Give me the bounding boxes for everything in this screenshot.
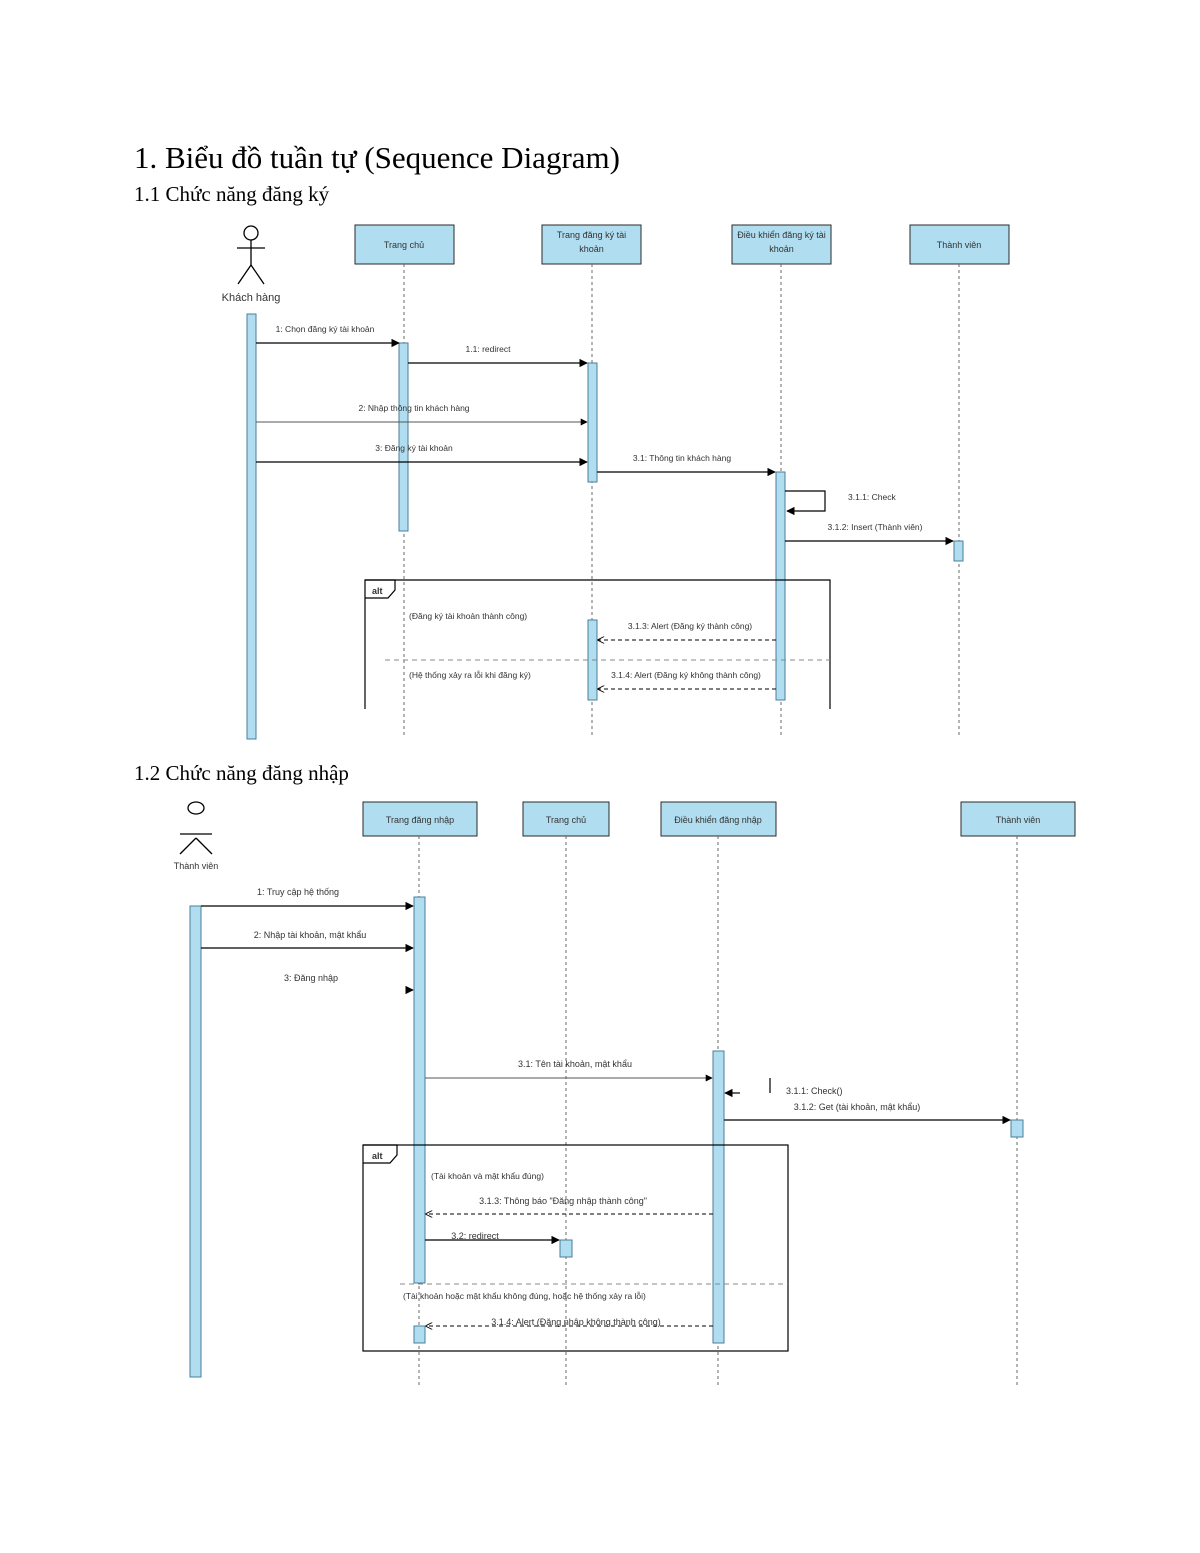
message-label: 1.1: redirect — [466, 344, 512, 354]
lifeline-label: Trang chủ — [384, 240, 424, 250]
alt-frame-register: alt (Đăng ký tài khoản thành công) (Hệ t… — [364, 579, 831, 709]
message-label: 1: Chọn đăng ký tài khoản — [276, 324, 375, 334]
message-label: 3.1.2: Insert (Thành viên) — [828, 522, 923, 532]
activation-login-page — [413, 896, 426, 1284]
alt-label: alt — [372, 586, 383, 596]
message-label: 3.1.2: Get (tài khoản, mật khẩu) — [794, 1102, 921, 1112]
document-heading: 1. Biểu đồ tuần tự (Sequence Diagram) — [134, 140, 620, 175]
activation-customer — [246, 313, 257, 740]
activation-home — [398, 342, 409, 532]
member-actor: Thành viên — [174, 801, 219, 871]
alt-label: alt — [372, 1151, 383, 1161]
lifeline-label: Thành viên — [937, 240, 982, 250]
section-title-login: 1.2 Chức năng đăng nhập — [134, 761, 349, 785]
lifeline-register-controller: Điều khiển đăng ký tài khoản — [731, 224, 832, 265]
activation-member — [953, 540, 964, 562]
activation-login-controller — [712, 1050, 725, 1344]
message-label: 3.1.4: Alert (Đăng ký không thành công) — [611, 670, 761, 680]
message-label: 3.2: redirect — [451, 1231, 499, 1241]
alt-guard: (Tài khoản và mật khẩu đúng) — [431, 1171, 544, 1181]
lifeline-label: Điều khiển đăng ký tài khoản — [737, 230, 826, 254]
lifeline-login-controller: Điều khiển đăng nhập — [660, 801, 777, 837]
activation-login-page-2 — [413, 1325, 426, 1344]
message-label: 3.1: Tên tài khoản, mật khẩu — [518, 1059, 632, 1069]
message-label: 3.1.3: Alert (Đăng ký thành công) — [628, 621, 752, 631]
customer-actor: Khách hàng — [222, 225, 281, 304]
lifeline-label: Trang đăng ký tài khoản — [556, 230, 627, 254]
message-label: 3.1.4: Alert (Đăng nhập không thành công… — [491, 1317, 661, 1327]
message-label: 3: Đăng nhập — [284, 973, 338, 983]
lifeline-register-page: Trang đăng ký tài khoản — [541, 224, 642, 265]
message-label: 3.1: Thông tin khách hàng — [633, 453, 731, 463]
activation-member-actor — [189, 905, 202, 1378]
section-title-register: 1.1 Chức năng đăng ký — [134, 182, 330, 206]
lifeline-member-2: Thành viên — [960, 801, 1076, 837]
alt-guard: (Tài khoản hoặc mật khẩu không đúng, hoặ… — [403, 1291, 646, 1301]
activation-register-page — [587, 362, 598, 483]
lifeline-member: Thành viên — [909, 224, 1010, 265]
message-label: 3.1.1: Check — [848, 492, 896, 502]
activation-member-2 — [1010, 1119, 1024, 1138]
actor-label-customer: Khách hàng — [222, 292, 281, 304]
lifeline-home-2: Trang chủ — [522, 801, 610, 837]
lifeline-label: Trang đăng nhập — [386, 815, 454, 825]
activation-home-2 — [559, 1239, 573, 1258]
actor-label-member: Thành viên — [174, 861, 219, 871]
lifeline-label: Điều khiển đăng nhập — [674, 815, 762, 825]
message-label: 3: Đăng ký tài khoản — [375, 443, 453, 453]
lifeline-label: Trang chủ — [546, 815, 586, 825]
register-diagram: Khách hàng Trang chủ Trang đăng ký tài k… — [222, 224, 1010, 740]
alt-guard: (Đăng ký tài khoản thành công) — [409, 611, 527, 621]
lifeline-label: Thành viên — [996, 815, 1041, 825]
login-diagram: Thành viên Trang đăng nhập Trang chủ Điề… — [174, 801, 1076, 1387]
message-label: 1: Truy cập hệ thống — [257, 887, 339, 897]
actor-head-icon — [243, 225, 259, 241]
lifeline-login-page: Trang đăng nhập — [362, 801, 478, 837]
message-label: 3.1.1: Check() — [786, 1086, 843, 1096]
activation-controller — [775, 471, 786, 701]
alt-guard: (Hệ thống xảy ra lỗi khi đăng ký) — [409, 670, 531, 680]
actor-head-icon — [187, 801, 205, 815]
message-label: 3.1.3: Thông báo "Đăng nhập thành công" — [479, 1196, 647, 1206]
message-label: 2: Nhập tài khoản, mật khẩu — [254, 930, 367, 940]
alt-frame-login: alt (Tài khoản và mật khẩu đúng) (Tài kh… — [362, 1144, 789, 1352]
message-label: 2: Nhập thông tin khách hàng — [358, 403, 469, 413]
lifeline-home: Trang chủ — [354, 224, 455, 265]
